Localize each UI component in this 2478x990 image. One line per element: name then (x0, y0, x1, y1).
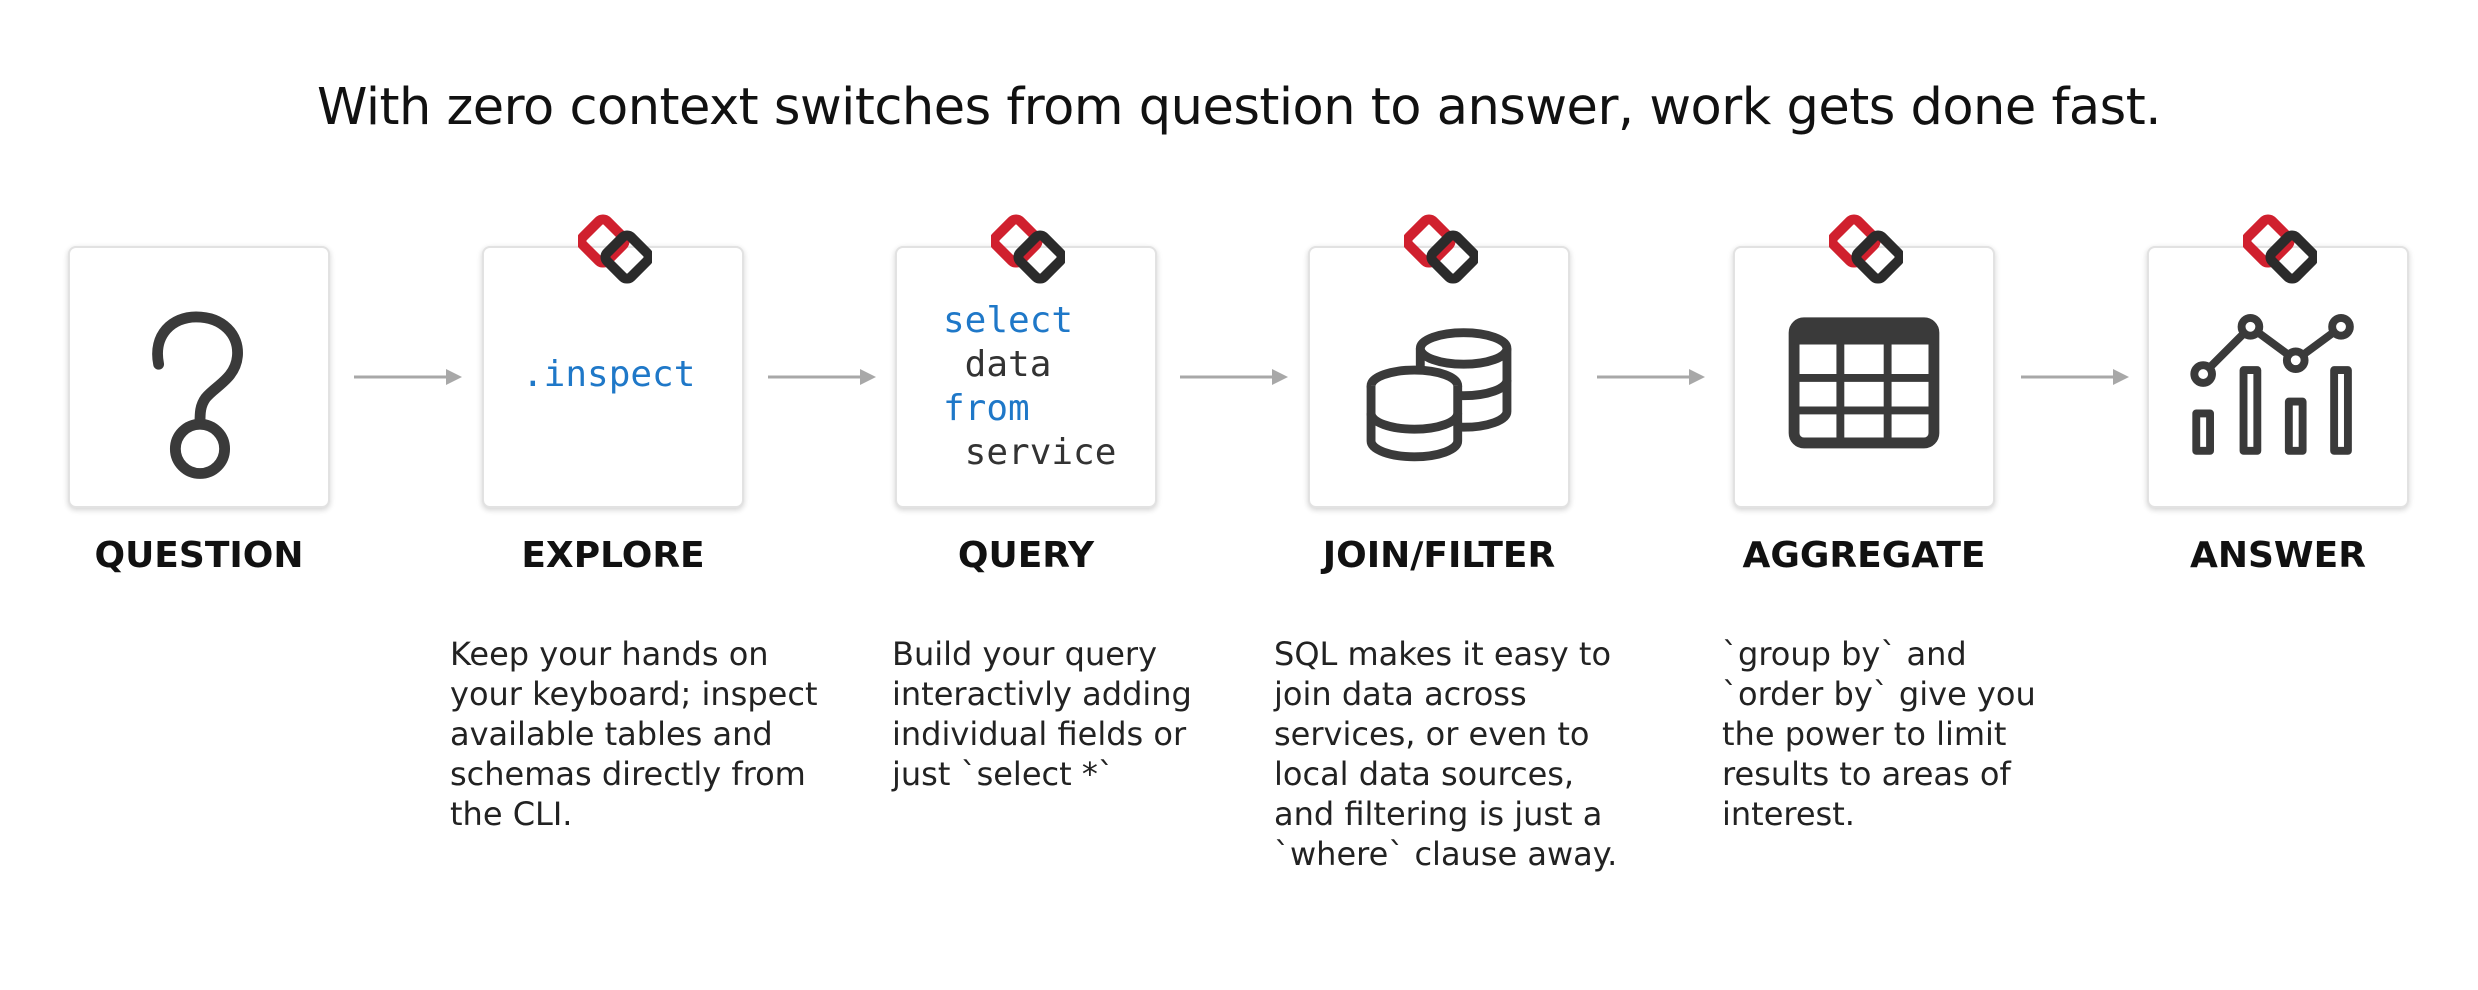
code-from: from (943, 388, 1030, 429)
desc-line: the power to limit (1722, 715, 2007, 753)
desc-line: local data sources, (1274, 755, 1575, 793)
desc-line: available tables and (450, 715, 773, 753)
step-box-aggregate (1733, 214, 1995, 508)
desc-line: interactivly adding (892, 675, 1192, 713)
step-box-explore: .inspect (482, 214, 744, 508)
desc-line: results to areas of (1722, 755, 2011, 793)
page-title: With zero context switches from question… (317, 78, 2161, 137)
code-service: service (943, 432, 1117, 473)
step-label-aggregate: AGGREGATE (1742, 535, 1986, 576)
code-select: select (943, 300, 1074, 341)
step-box-join-filter (1308, 214, 1570, 508)
desc-line: SQL makes it easy to (1274, 635, 1612, 673)
logo-icon (991, 214, 1065, 284)
step-box-query: select data from service (895, 214, 1157, 508)
desc-line: just `select *` (892, 755, 1114, 793)
logo-icon (1829, 214, 1903, 284)
logo-icon (2243, 214, 2317, 284)
desc-line: `group by` and (1722, 635, 1967, 673)
question-mark-icon (152, 311, 243, 479)
step-label-question: QUESTION (94, 535, 304, 576)
step-box-answer (2147, 214, 2409, 508)
arrow-right-icon (768, 369, 876, 385)
step-desc-join-filter: SQL makes it easy to join data across se… (1274, 634, 1654, 874)
desc-line: the CLI. (450, 795, 573, 833)
chart-icon (2190, 313, 2354, 455)
desc-line: services, or even to (1274, 715, 1590, 753)
step-desc-explore: Keep your hands on your keyboard; inspec… (450, 634, 830, 834)
desc-line: Keep your hands on (450, 635, 769, 673)
desc-line: individual fields or (892, 715, 1187, 753)
step-label-explore: EXPLORE (521, 535, 705, 576)
desc-line: schemas directly from (450, 755, 806, 793)
step-box-question (68, 246, 330, 508)
code-data: data (943, 344, 1052, 385)
step-label-query: QUERY (957, 535, 1095, 576)
arrow-right-icon (2021, 369, 2129, 385)
desc-line: and filtering is just a (1274, 795, 1603, 833)
step-label-join-filter: JOIN/FILTER (1322, 535, 1556, 576)
step-desc-aggregate: `group by` and `order by` give you the p… (1722, 634, 2102, 834)
step-desc-query: Build your query interactivly adding ind… (892, 634, 1272, 794)
desc-line: `where` clause away. (1274, 835, 1618, 873)
database-stack-icon (1366, 328, 1512, 462)
arrow-right-icon (1180, 369, 1288, 385)
arrow-right-icon (354, 369, 462, 385)
desc-line: your keyboard; inspect (450, 675, 818, 713)
desc-line: `order by` give you (1722, 675, 2036, 713)
table-grid-icon (1788, 317, 1940, 449)
logo-icon (578, 214, 652, 284)
inspect-command: .inspect (522, 354, 696, 395)
desc-line: Build your query (892, 635, 1157, 673)
desc-line: join data across (1274, 675, 1527, 713)
arrow-right-icon (1597, 369, 1705, 385)
desc-line: interest. (1722, 795, 1855, 833)
step-label-answer: ANSWER (2190, 535, 2366, 576)
logo-icon (1404, 214, 1478, 284)
